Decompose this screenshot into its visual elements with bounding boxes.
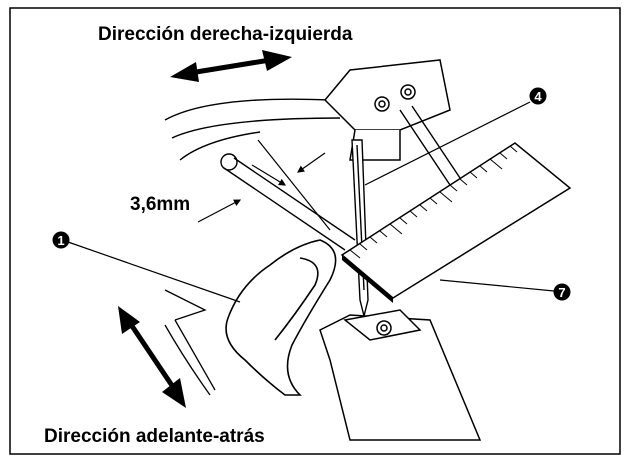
dimension-label: 3,6mm	[130, 194, 190, 215]
left-right-arrow-icon	[170, 50, 292, 82]
machine-body	[164, 98, 341, 161]
diagram-frame	[9, 7, 621, 455]
bed-edge	[164, 289, 216, 396]
svg-text:4: 4	[534, 89, 542, 104]
needle-clamp	[323, 59, 451, 161]
callout-leaders	[67, 101, 555, 303]
dimension-markers	[197, 139, 331, 231]
svg-text:1: 1	[57, 233, 64, 248]
needle	[351, 139, 369, 317]
callout-needle: 4	[529, 87, 547, 105]
ruler	[340, 142, 572, 303]
bottom-direction-label: Dirección adelante-atrás	[44, 426, 265, 447]
top-direction-label: Dirección derecha-izquierda	[98, 24, 353, 45]
callout-hook: 1	[52, 231, 70, 249]
throat-plate	[319, 309, 482, 441]
svg-text:7: 7	[558, 285, 565, 300]
callout-ruler: 7	[553, 283, 571, 301]
forward-back-arrow-icon	[118, 306, 186, 408]
hook-shaft	[220, 153, 356, 251]
rotating-hook	[225, 239, 337, 396]
